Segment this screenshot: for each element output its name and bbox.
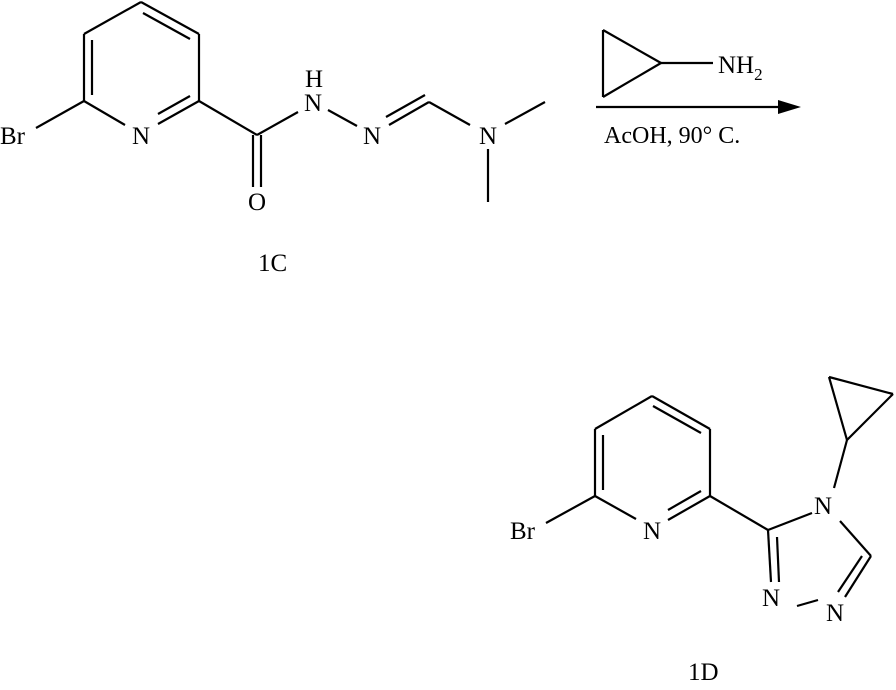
triazole-n1-label: N — [762, 585, 780, 612]
arrowhead-icon — [778, 100, 801, 114]
compound-label-1c: 1C — [258, 250, 287, 277]
reactant-1c-structure — [35, 1, 546, 202]
carbonyl-oxygen-label: O — [248, 189, 266, 216]
reagent-amine-label: NH2 — [718, 52, 763, 84]
hydrazide-hydrogen-label: H — [305, 66, 323, 93]
product-bromine-label: Br — [510, 518, 536, 545]
compound-label-1d: 1D — [688, 659, 719, 686]
reaction-arrow — [596, 100, 801, 114]
dimethylamine-nitrogen-label: N — [479, 123, 497, 150]
bromine-atom-label: Br — [0, 123, 26, 150]
pyridine-nitrogen-label: N — [132, 123, 150, 150]
hydrazide-nitrogen-label: N — [304, 90, 322, 117]
triazole-n4-label: N — [814, 493, 832, 520]
cyclopropylamine-reagent — [601, 29, 713, 98]
product-pyridine-nitrogen-label: N — [643, 518, 661, 545]
reaction-conditions: AcOH, 90° C. — [604, 123, 740, 149]
triazole-n2-label: N — [826, 600, 844, 627]
imine-nitrogen-label: N — [363, 123, 381, 150]
product-1d-structure — [545, 375, 894, 608]
